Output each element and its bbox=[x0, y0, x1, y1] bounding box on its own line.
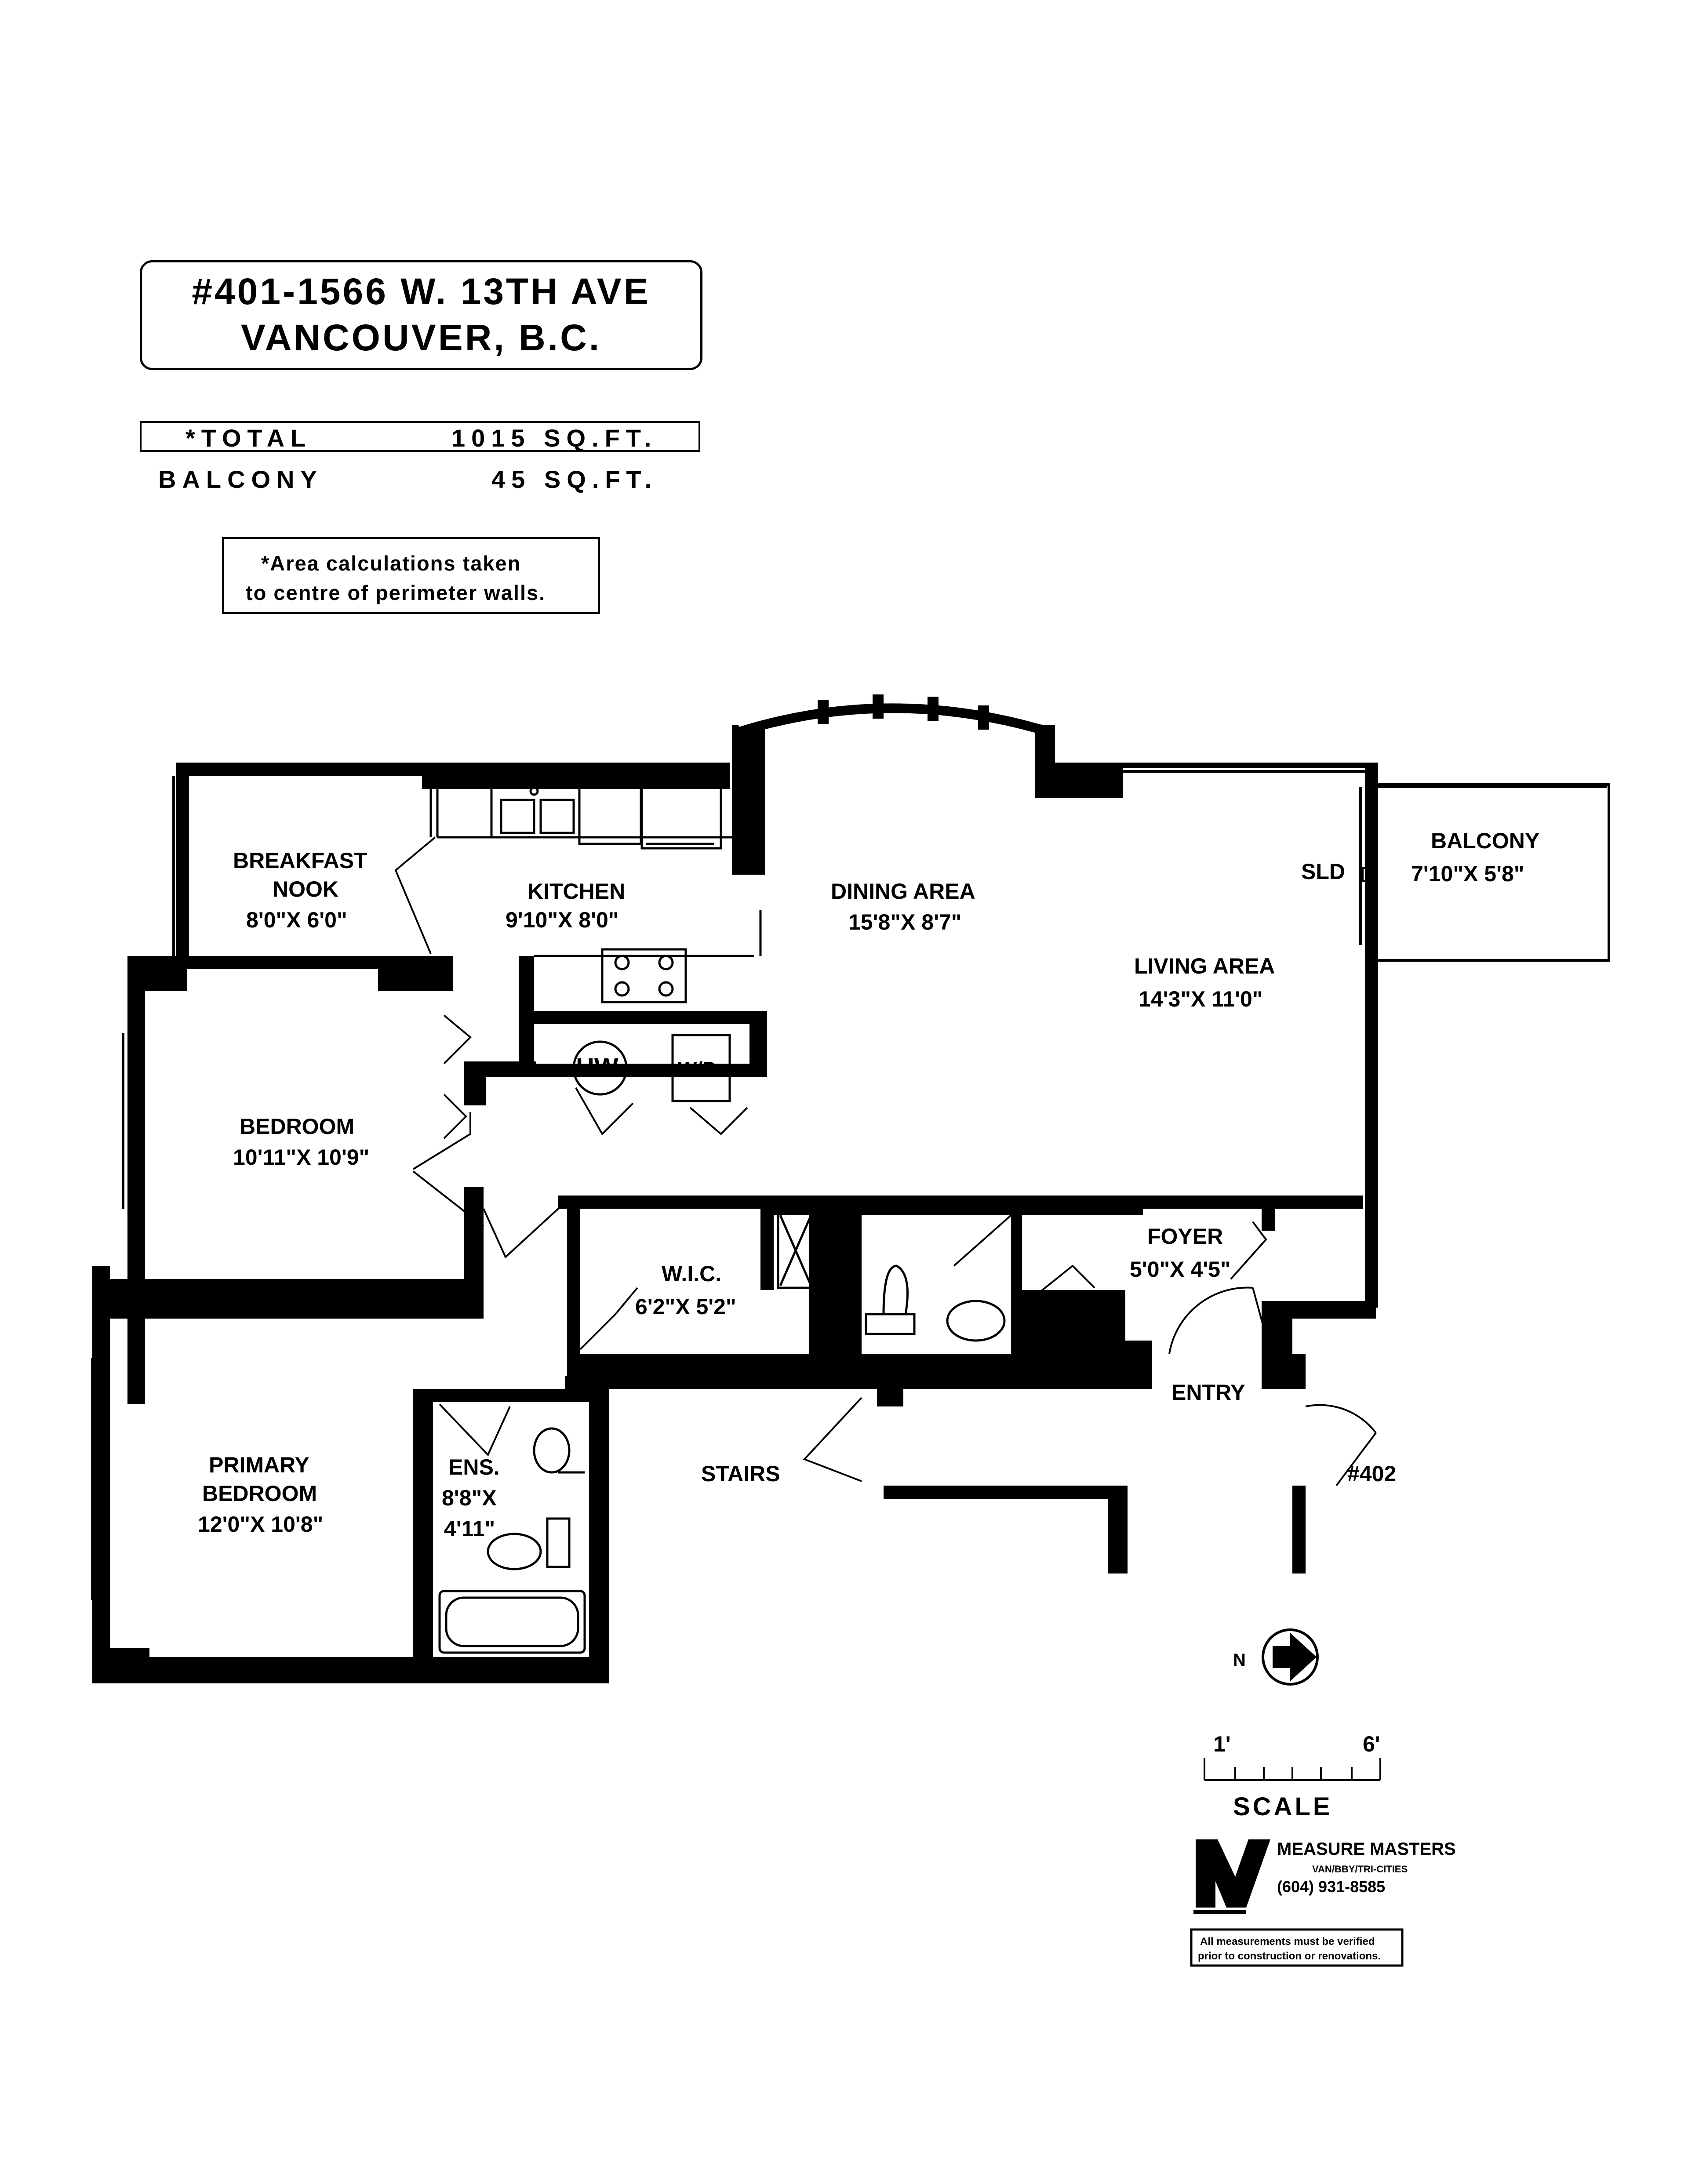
label-unit-402: #402 bbox=[1347, 1461, 1396, 1486]
room-dims-bedroom: 10'11"X 10'9" bbox=[233, 1145, 369, 1170]
area-balcony-label: BALCONY bbox=[158, 465, 323, 493]
label-hw: HW bbox=[576, 1053, 618, 1082]
label-entry: ENTRY bbox=[1171, 1380, 1245, 1405]
room-name-ensuite: ENS. bbox=[448, 1455, 500, 1479]
scale-label: SCALE bbox=[1233, 1792, 1333, 1821]
disclaimer-box: All measurements must be verified prior … bbox=[1190, 1928, 1404, 1967]
label-sld: SLD bbox=[1301, 859, 1345, 884]
room-name-dining: DINING AREA bbox=[831, 879, 975, 904]
address-box: #401-1566 W. 13TH AVE VANCOUVER, B.C. bbox=[140, 260, 702, 370]
room-name-bedroom: BEDROOM bbox=[240, 1114, 354, 1139]
disclaimer-line-2: prior to construction or renovations. bbox=[1198, 1950, 1381, 1962]
room-dims-breakfast-nook: 8'0"X 6'0" bbox=[246, 908, 347, 932]
company-name: MEASURE MASTERS bbox=[1277, 1839, 1456, 1859]
label-stairs: STAIRS bbox=[701, 1461, 780, 1486]
area-note-line-1: *Area calculations taken bbox=[261, 552, 521, 575]
room-name-living: LIVING AREA bbox=[1134, 954, 1275, 978]
room-dims-foyer: 5'0"X 4'5" bbox=[1130, 1257, 1231, 1282]
company-phone: (604) 931-8585 bbox=[1277, 1878, 1385, 1896]
room-name-wic: W.I.C. bbox=[662, 1261, 721, 1286]
address-line-1: #401-1566 W. 13TH AVE bbox=[192, 271, 651, 312]
room-name-foyer: FOYER bbox=[1147, 1224, 1223, 1249]
area-balcony-row: BALCONY 45 SQ.FT. bbox=[140, 465, 700, 496]
area-total-row: *TOTAL 1015 SQ.FT. bbox=[140, 421, 700, 452]
room-name-primary-2: BEDROOM bbox=[202, 1481, 317, 1506]
scale-bar: 1' 6' SCALE bbox=[1204, 1732, 1381, 1821]
kitchen-fixtures bbox=[429, 776, 1006, 1654]
address-line-2: VANCOUVER, B.C. bbox=[240, 317, 602, 358]
disclaimer-line-1: All measurements must be verified bbox=[1200, 1936, 1375, 1948]
north-arrow-icon: N bbox=[1233, 1628, 1319, 1686]
scale-tick-left: 1' bbox=[1213, 1732, 1231, 1756]
area-note-line-2: to centre of perimeter walls. bbox=[246, 581, 546, 604]
area-total-value: 1015 SQ.FT. bbox=[451, 424, 658, 452]
room-dims-primary: 12'0"X 10'8" bbox=[198, 1512, 323, 1537]
scale-tick-right: 6' bbox=[1363, 1732, 1380, 1756]
company-logo: MEASURE MASTERS VAN/BBY/TRI-CITIES (604)… bbox=[1193, 1839, 1456, 1914]
room-dims-balcony: 7'10"X 5'8" bbox=[1411, 861, 1524, 886]
room-dims-wic: 6'2"X 5'2" bbox=[635, 1294, 736, 1319]
room-name-breakfast-nook-1: BREAKFAST bbox=[233, 848, 367, 873]
company-regions: VAN/BBY/TRI-CITIES bbox=[1312, 1864, 1408, 1875]
north-label: N bbox=[1233, 1650, 1246, 1670]
room-dims-dining: 15'8"X 8'7" bbox=[848, 910, 961, 934]
room-labels: BREAKFAST NOOK 8'0"X 6'0" KITCHEN 9'10"X… bbox=[198, 829, 1539, 1541]
room-name-breakfast-nook-2: NOOK bbox=[273, 877, 338, 901]
room-dims-ensuite-1: 8'8"X bbox=[442, 1486, 497, 1510]
room-name-balcony: BALCONY bbox=[1431, 829, 1539, 853]
room-dims-ensuite-2: 4'11" bbox=[444, 1516, 495, 1541]
windows bbox=[91, 764, 1610, 1600]
room-name-primary-1: PRIMARY bbox=[209, 1453, 309, 1477]
room-name-kitchen: KITCHEN bbox=[528, 879, 625, 904]
area-note-box: *Area calculations taken to centre of pe… bbox=[222, 537, 600, 614]
room-dims-kitchen: 9'10"X 8'0" bbox=[506, 908, 618, 932]
label-wd: W/D bbox=[678, 1057, 717, 1080]
walls bbox=[92, 725, 1378, 1683]
curved-window bbox=[737, 694, 1044, 737]
area-total-label: *TOTAL bbox=[186, 424, 312, 452]
doors bbox=[394, 836, 1377, 1486]
room-dims-living: 14'3"X 11'0" bbox=[1139, 987, 1263, 1011]
area-balcony-value: 45 SQ.FT. bbox=[491, 465, 658, 493]
